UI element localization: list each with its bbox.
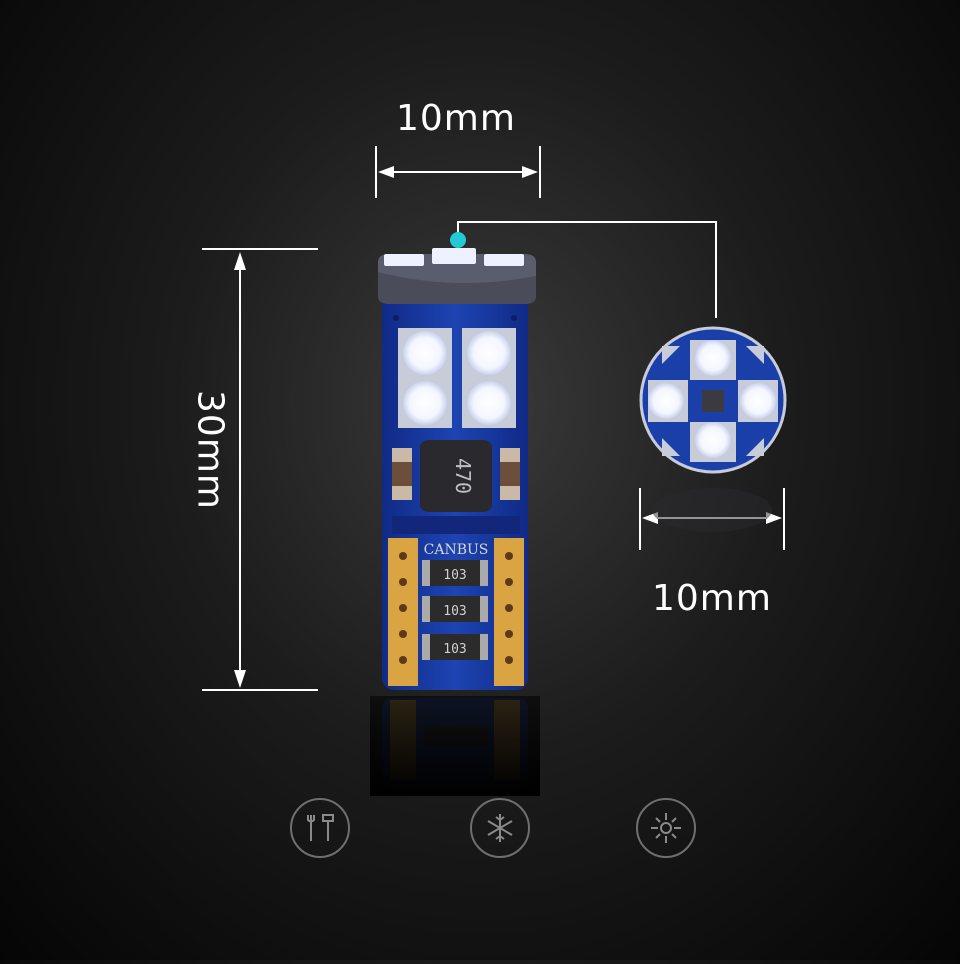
bulb-top-view — [639, 326, 787, 474]
dimension-top-label: 10mm — [396, 98, 516, 139]
led-bulb: 470 CANBUS 103 — [378, 248, 536, 690]
resistor-code-1: 103 — [443, 568, 466, 583]
reflection-fade — [370, 696, 540, 796]
dimension-top — [375, 146, 541, 198]
resistor-code-2: 103 — [443, 604, 466, 619]
top-view-reflection — [652, 488, 772, 532]
leader-line — [450, 221, 717, 318]
led-array — [398, 328, 516, 428]
dimension-left — [202, 248, 318, 691]
sun-icon — [636, 798, 696, 858]
dimension-right-label: 10mm — [652, 578, 772, 619]
snowflake-icon — [470, 798, 530, 858]
tools-icon — [290, 798, 350, 858]
dimension-left-label: 30mm — [189, 390, 231, 510]
resistor-code-3: 103 — [443, 642, 466, 657]
resistor-group: 103 103 103 — [422, 560, 488, 660]
canbus-label: CANBUS — [424, 542, 489, 558]
inductor-code: 470 — [451, 458, 475, 494]
